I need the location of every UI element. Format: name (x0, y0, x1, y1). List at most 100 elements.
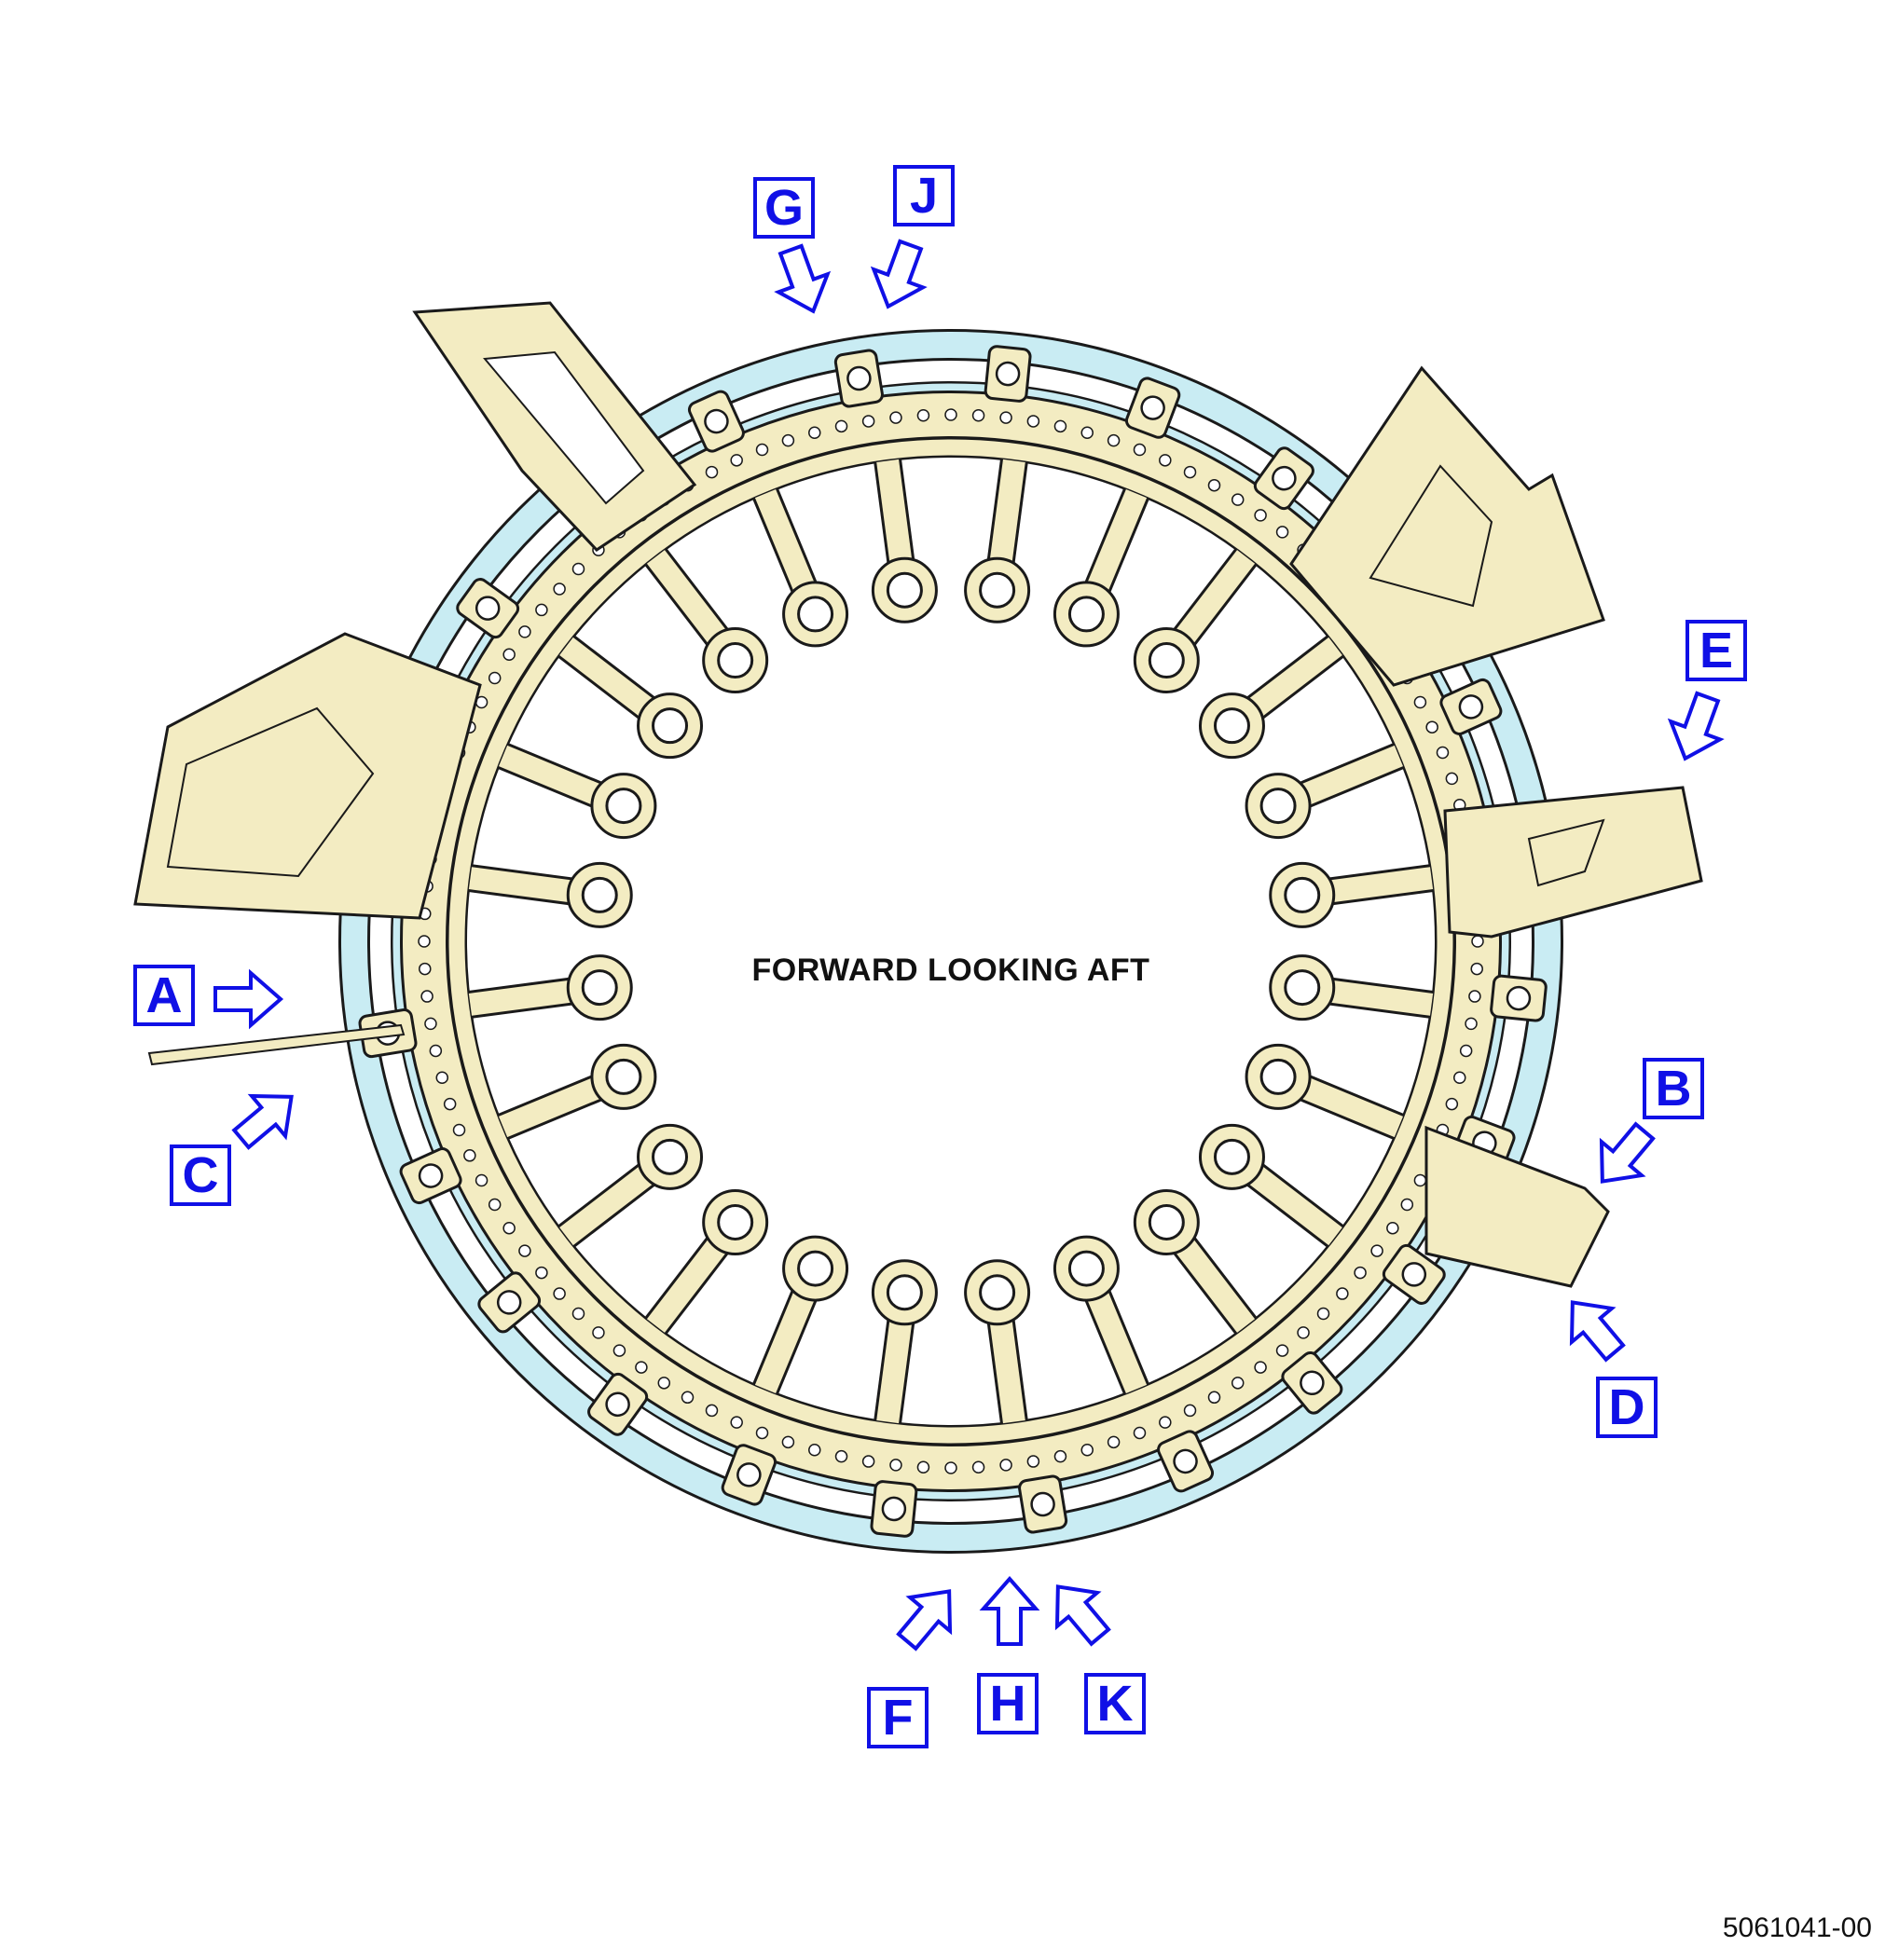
bolt-hole (657, 1377, 671, 1390)
bolt-hole (808, 1443, 821, 1457)
fitting (870, 1480, 918, 1538)
bolt-hole (1254, 509, 1267, 522)
nozzle-tip-bore (1067, 1250, 1105, 1287)
nozzle-tip-bore (1148, 1203, 1185, 1240)
bolt-hole (1445, 1097, 1459, 1111)
callout-arrow-shape (1054, 1584, 1111, 1647)
drawing-id: 5061041-00 (1722, 1912, 1872, 1943)
nozzle-tip-bore (797, 596, 834, 633)
bolt-hole (1026, 1455, 1040, 1468)
outer-tube-run-fill (341, 332, 1561, 1551)
bolt-hole (429, 1044, 443, 1058)
bracket-lower-right (1424, 1125, 1610, 1288)
bolt-hole (861, 1455, 875, 1468)
callout-arrow (231, 1093, 294, 1150)
bolt-hole (1107, 1435, 1121, 1449)
bolt-hole (1413, 1173, 1427, 1187)
bolt-hole (1159, 1416, 1172, 1429)
callout-arrow-shape (213, 968, 284, 1030)
bolt-hole (705, 1404, 719, 1418)
nozzle-tip-bore (886, 571, 923, 609)
callout-arrow (774, 243, 832, 314)
bolt-hole (424, 1017, 437, 1031)
callout-a: A (133, 965, 195, 1026)
bolt-hole (1183, 465, 1197, 479)
bolt-hole (1080, 426, 1094, 440)
nozzle-tip-bore (886, 1274, 923, 1311)
nozzle-tip-bore (1259, 1058, 1297, 1095)
fitting (984, 345, 1032, 403)
fitting (456, 578, 520, 639)
callout-h: H (977, 1673, 1039, 1734)
bolt-hole (1436, 746, 1450, 760)
nozzle-tip-bore (581, 876, 618, 913)
fitting-nut (605, 1391, 630, 1418)
bolt-hole (518, 625, 531, 638)
callout-arrow-shape (1569, 1300, 1626, 1363)
callout-arrow-shape (774, 243, 832, 314)
bolt-hole (1336, 1287, 1349, 1300)
bolt-hole (1159, 454, 1172, 467)
bolt-hole (1370, 1244, 1383, 1257)
nozzle-tip-bore (979, 1274, 1016, 1311)
bolt-hole (1316, 1307, 1330, 1321)
fuel-nozzles (468, 459, 1434, 1424)
mounting-brackets (133, 301, 1703, 1288)
fitting (477, 1271, 542, 1334)
bolt-hole (1459, 1044, 1473, 1058)
bolt-hole (1452, 1071, 1466, 1084)
bolt-hole (1470, 962, 1483, 976)
callout-arrow-shape (1599, 1121, 1656, 1184)
combustor-case-ring (400, 391, 1502, 1492)
bolt-hole (1231, 493, 1245, 506)
bolt-hole (535, 1266, 548, 1280)
fitting-nut (418, 1163, 444, 1188)
callout-arrow-shape (870, 239, 928, 309)
bolt-hole (502, 648, 516, 662)
bolt-hole (1297, 1326, 1310, 1339)
bolt-hole (488, 1198, 502, 1212)
nozzle-tip-bore (1284, 876, 1321, 913)
bolt-hole (1400, 1198, 1414, 1212)
nozzle-tip-bore (581, 969, 618, 1007)
bolt-hole (1468, 990, 1481, 1003)
bolt-hole (730, 1416, 743, 1429)
fitting-nut (1030, 1491, 1055, 1517)
fitting-nut (1173, 1448, 1198, 1474)
bolt-hole (1445, 772, 1459, 786)
bolt-hole (463, 1149, 476, 1162)
bolt-hole (1026, 415, 1040, 428)
fitting (1281, 1350, 1343, 1415)
bolt-hole (419, 962, 432, 976)
bolt-hole (435, 1071, 449, 1084)
bolt-hole (535, 603, 548, 617)
bracket-left (133, 632, 482, 920)
bolt-hole (1231, 1377, 1245, 1390)
bolt-hole (1207, 1391, 1221, 1405)
bolt-hole (553, 583, 566, 596)
bolt-hole (571, 562, 585, 576)
nozzle-tip-bore (717, 1203, 754, 1240)
bolt-hole (518, 1244, 531, 1257)
nozzle-tip-bore (605, 1058, 642, 1095)
bolt-hole (1053, 419, 1067, 433)
bolt-hole (418, 935, 431, 948)
bolt-hole (681, 1391, 695, 1405)
fitting (1018, 1474, 1068, 1534)
fitting (399, 1147, 462, 1205)
bolt-hole (889, 411, 902, 424)
probe-arm-left (147, 1023, 406, 1066)
fitting-nut (846, 365, 872, 391)
callout-arrow-shape (896, 1589, 953, 1652)
callout-arrow-shape (1667, 691, 1725, 761)
fitting (1253, 446, 1314, 511)
fitting (833, 349, 884, 408)
bolt-hole (502, 1221, 516, 1235)
nozzle-tip-bore (1067, 596, 1105, 633)
bolt-hole (592, 1326, 605, 1339)
callout-e: E (1685, 620, 1747, 681)
nozzle-tip-bore (1259, 788, 1297, 825)
bolt-hole (452, 1123, 466, 1137)
bracket-left-cutout (166, 706, 375, 878)
callout-arrow (1667, 691, 1725, 761)
